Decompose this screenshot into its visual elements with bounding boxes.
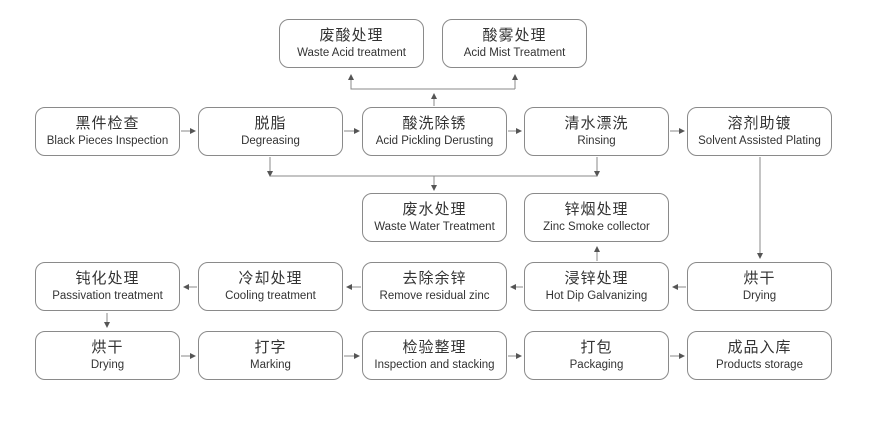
- step-drying-1: 烘干 Drying: [687, 262, 832, 311]
- step-waste-water: 废水处理 Waste Water Treatment: [362, 193, 507, 242]
- step-black-inspection: 黑件检查 Black Pieces Inspection: [35, 107, 180, 156]
- step-label-en: Marking: [250, 359, 291, 371]
- step-label-zh: 打包: [580, 338, 613, 356]
- step-label-zh: 冷却处理: [238, 269, 303, 287]
- step-zinc-smoke: 锌烟处理 Zinc Smoke collector: [524, 193, 669, 242]
- step-label-zh: 脱脂: [254, 114, 287, 132]
- step-inspection-stacking: 检验整理 Inspection and stacking: [362, 331, 507, 380]
- step-label-zh: 浸锌处理: [564, 269, 629, 287]
- step-label-en: Solvent Assisted Plating: [698, 135, 821, 147]
- step-passivation: 钝化处理 Passivation treatment: [35, 262, 180, 311]
- step-label-en: Waste Water Treatment: [374, 221, 495, 233]
- step-remove-zinc: 去除余锌 Remove residual zinc: [362, 262, 507, 311]
- step-storage: 成品入库 Products storage: [687, 331, 832, 380]
- step-label-en: Hot Dip Galvanizing: [545, 290, 648, 302]
- step-drying-2: 烘干 Drying: [35, 331, 180, 380]
- step-label-zh: 黑件检查: [75, 114, 140, 132]
- step-label-zh: 锌烟处理: [564, 200, 629, 218]
- step-waste-acid: 废酸处理 Waste Acid treatment: [279, 19, 424, 68]
- step-label-en: Cooling treatment: [225, 290, 316, 302]
- step-label-en: Packaging: [569, 359, 624, 371]
- step-label-en: Acid Pickling Derusting: [375, 135, 494, 147]
- step-label-zh: 溶剂助镀: [727, 114, 792, 132]
- step-galvanizing: 浸锌处理 Hot Dip Galvanizing: [524, 262, 669, 311]
- step-label-zh: 检验整理: [402, 338, 467, 356]
- step-label-en: Remove residual zinc: [379, 290, 490, 302]
- step-label-zh: 清水漂洗: [564, 114, 629, 132]
- step-label-en: Waste Acid treatment: [297, 47, 406, 59]
- step-degreasing: 脱脂 Degreasing: [198, 107, 343, 156]
- step-label-zh: 去除余锌: [402, 269, 467, 287]
- line-to-waste-acid: [348, 74, 515, 90]
- step-solvent-plating: 溶剂助镀 Solvent Assisted Plating: [687, 107, 832, 156]
- step-label-zh: 成品入库: [727, 338, 792, 356]
- step-label-zh: 酸雾处理: [482, 26, 547, 44]
- step-label-en: Zinc Smoke collector: [543, 221, 650, 233]
- step-label-en: Degreasing: [241, 135, 300, 147]
- step-acid-mist: 酸雾处理 Acid Mist Treatment: [442, 19, 587, 68]
- step-label-en: Inspection and stacking: [374, 359, 495, 371]
- step-label-zh: 废酸处理: [319, 26, 384, 44]
- step-label-zh: 烘干: [91, 338, 124, 356]
- step-label-en: Acid Mist Treatment: [463, 47, 566, 59]
- step-label-zh: 钝化处理: [75, 269, 140, 287]
- step-label-en: Products storage: [716, 359, 803, 371]
- step-marking: 打字 Marking: [198, 331, 343, 380]
- step-label-en: Drying: [90, 359, 125, 371]
- step-label-zh: 废水处理: [402, 200, 467, 218]
- step-label-en: Rinsing: [577, 135, 616, 147]
- step-label-zh: 打字: [254, 338, 287, 356]
- step-acid-pickling: 酸洗除锈 Acid Pickling Derusting: [362, 107, 507, 156]
- step-label-en: Passivation treatment: [52, 290, 163, 302]
- step-label-zh: 酸洗除锈: [402, 114, 467, 132]
- step-packaging: 打包 Packaging: [524, 331, 669, 380]
- step-cooling: 冷却处理 Cooling treatment: [198, 262, 343, 311]
- step-label-en: Drying: [742, 290, 777, 302]
- step-label-en: Black Pieces Inspection: [46, 135, 169, 147]
- step-label-zh: 烘干: [743, 269, 776, 287]
- step-rinsing: 清水漂洗 Rinsing: [524, 107, 669, 156]
